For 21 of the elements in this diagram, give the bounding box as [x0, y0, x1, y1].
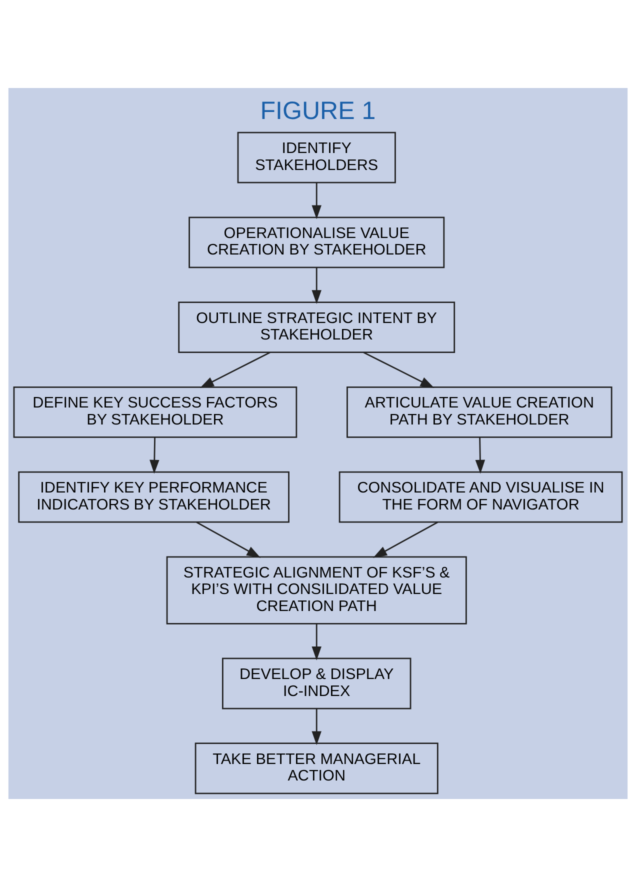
node-box: TAKE BETTER MANAGERIAL ACTION	[194, 742, 438, 794]
arrow	[200, 351, 270, 388]
arrow	[150, 436, 160, 474]
node-box: IDENTIFY KEY PERFORMANCE INDICATORS BY STAKEHOLDER	[18, 470, 290, 522]
diagram-title: FIGURE 1	[260, 96, 376, 125]
arrow	[196, 521, 261, 558]
node-box: CONSOLIDATE AND VISUALISE IN THE FORM OF NAVIGATOR	[338, 470, 623, 522]
arrow	[363, 351, 434, 388]
node-box: ARTICULATE VALUE CREATION PATH BY STAKEHOLDER	[346, 386, 612, 438]
arrow	[312, 182, 322, 219]
arrow	[312, 267, 322, 304]
arrow	[312, 623, 322, 660]
arrow	[475, 436, 486, 474]
node-box: IDENTIFY STAKEHOLDERS	[237, 131, 396, 183]
node-box: DEVELOP & DISPLAY IC-INDEX	[222, 657, 412, 709]
node-box: STRATEGIC ALIGNMENT OF KSF’S & KPI’S WITH CONSILIDATED VALUE CREATION PATH	[166, 556, 467, 624]
node-box: OUTLINE STRATEGIC INTENT BY STAKEHOLDER	[178, 301, 456, 353]
arrow	[373, 521, 438, 558]
node-box: DEFINE KEY SUCCESS FACTORS BY STAKEHOLDER	[13, 386, 298, 438]
arrow	[312, 708, 322, 745]
node-box: OPERATIONALISE VALUE CREATION BY STAKEHOLDER	[188, 216, 445, 268]
